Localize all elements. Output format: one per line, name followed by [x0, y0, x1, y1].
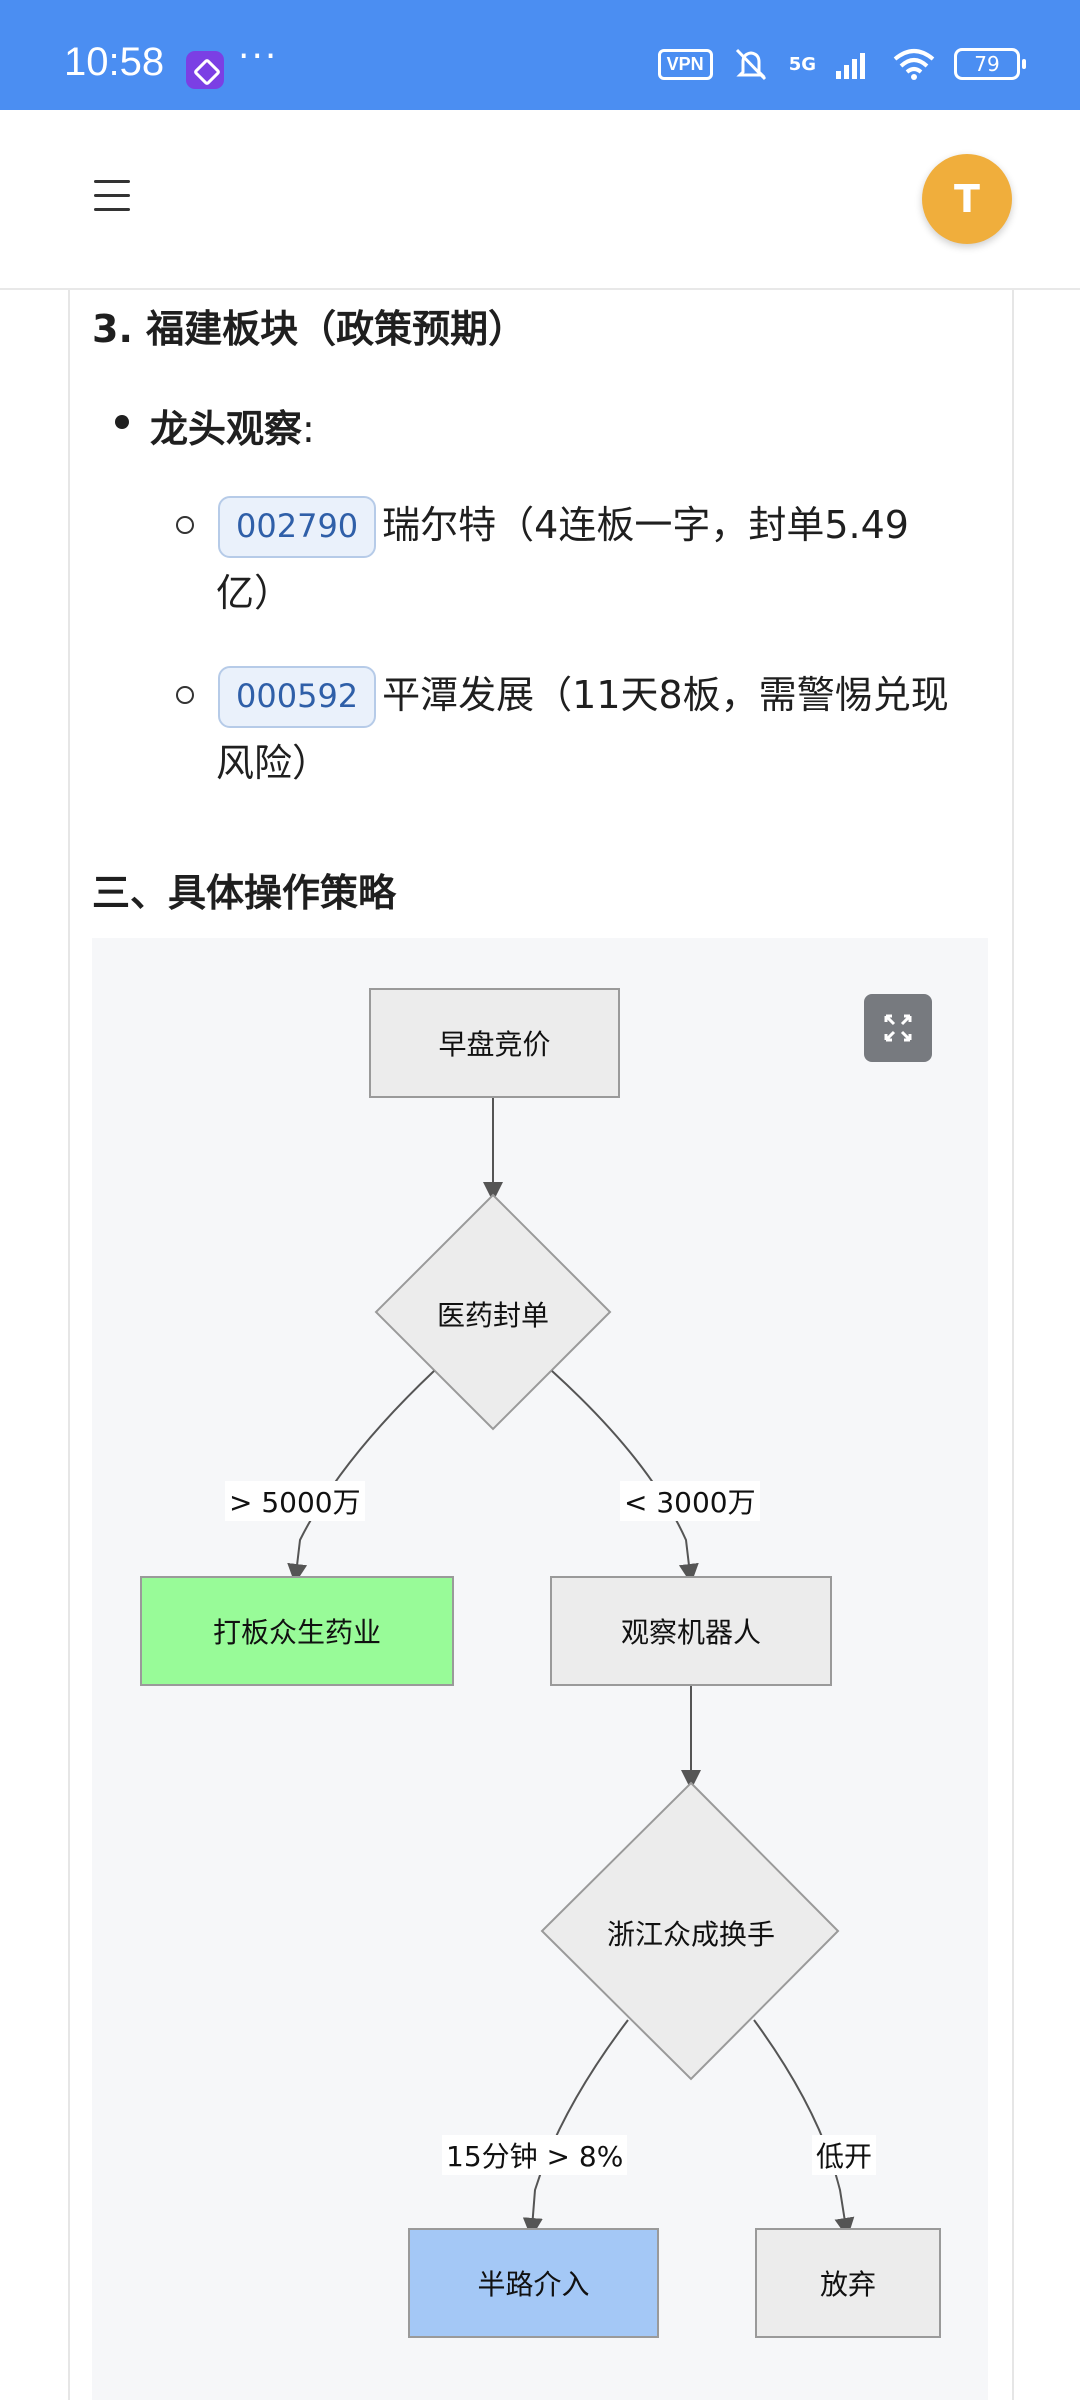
list-item-text: 平潭发展（11天8板，需警惕兑现 [382, 673, 949, 717]
list-item-continuation: 风险） [216, 741, 331, 785]
node-right: 观察机器人 [550, 1576, 832, 1686]
bullet-item: 龙头观察: [150, 398, 315, 453]
more-notifications-icon: ··· [238, 36, 279, 77]
avatar[interactable]: T [922, 154, 1012, 244]
app-header: T [0, 110, 1080, 290]
node-bottom-left: 半路介入 [408, 2228, 659, 2338]
bullet-label: 龙头观察 [150, 407, 303, 451]
node-start: 早盘竞价 [369, 988, 620, 1098]
expand-icon [884, 1014, 912, 1042]
app-notification-icon [186, 51, 224, 89]
node-bottom-right: 放弃 [755, 2228, 941, 2338]
wifi-icon [893, 49, 935, 80]
section-title: 三、具体操作策略 [92, 871, 397, 915]
sub-bullet-icon [176, 686, 194, 704]
list-item-continuation: 亿） [216, 571, 293, 615]
battery-icon: 79 [954, 48, 1026, 80]
node-decision1-label: 医药封单 [436, 1299, 549, 1332]
section-heading: 3. 福建板块（政策预期） [92, 307, 527, 351]
edge-label-lt3000: < 3000万 [620, 1481, 760, 1521]
sub-bullet-icon [176, 516, 194, 534]
stock-code-chip[interactable]: 002790 [218, 496, 377, 558]
bullet-icon [115, 415, 129, 429]
signal-icon [836, 53, 865, 79]
network-type-icon: 5G [788, 53, 816, 75]
menu-icon[interactable] [94, 180, 130, 214]
message-card [68, 290, 1014, 2400]
edge-label-lowopen: 低开 [812, 2135, 877, 2175]
mute-bell-icon [735, 48, 766, 81]
edge-label-gt5000: > 5000万 [225, 1481, 365, 1521]
edge-label-15min: 15分钟 > 8% [442, 2135, 628, 2175]
status-icons: VPN 5G 79 [657, 44, 1026, 84]
node-left: 打板众生药业 [140, 1576, 454, 1686]
stock-code-chip[interactable]: 000592 [218, 666, 377, 728]
list-item-text: 瑞尔特（4连板一字，封单5.49 [382, 503, 909, 547]
status-bar: 10:58 ··· VPN 5G 79 [0, 0, 1080, 110]
vpn-icon: VPN [657, 48, 713, 80]
node-decision2-label: 浙江众成换手 [606, 1918, 775, 1951]
bullet-colon: : [302, 407, 315, 451]
status-time: 10:58 [64, 40, 165, 84]
expand-button[interactable] [864, 994, 932, 1062]
